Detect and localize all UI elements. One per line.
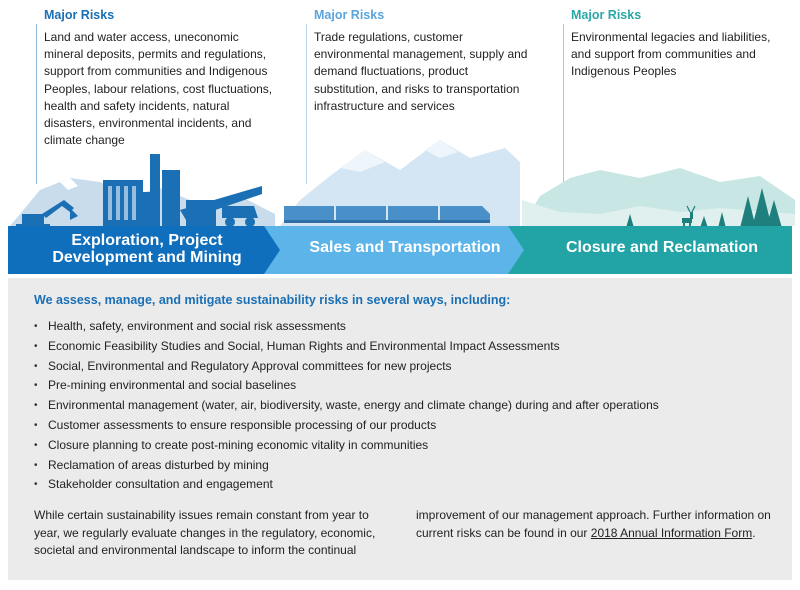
risk-divider-line: [563, 24, 564, 184]
panel-heading: We assess, manage, and mitigate sustaina…: [34, 293, 511, 307]
paragraph-right: improvement of our management approach. …: [416, 507, 776, 542]
list-item: Stakeholder consultation and engagement: [34, 475, 659, 495]
phase-label-sales: Sales and Transportation: [309, 239, 501, 256]
phase-label-exploration: Exploration, Project Development and Min…: [18, 232, 276, 266]
list-item: Environmental management (water, air, bi…: [34, 396, 659, 416]
phase-label-closure: Closure and Reclamation: [565, 239, 759, 256]
phase-arrow-exploration: [8, 226, 286, 274]
train-icon: [284, 206, 490, 223]
deer-icon: [682, 205, 696, 228]
risk-column-closure: Major Risks Environmental legacies and l…: [563, 0, 793, 184]
phase-label-line: Exploration, Project: [71, 232, 223, 249]
risk-management-panel: We assess, manage, and mitigate sustaina…: [8, 278, 792, 580]
phase-arrow-closure: [508, 226, 792, 274]
phase-label-line: Development and Mining: [52, 249, 242, 266]
list-item: Customer assessments to ensure responsib…: [34, 416, 659, 436]
risk-label: Major Risks: [44, 8, 115, 22]
annual-information-form-link[interactable]: 2018 Annual Information Form: [590, 525, 753, 540]
risk-text: Environmental legacies and liabilities, …: [571, 30, 771, 79]
paragraph-end: .: [752, 525, 756, 540]
haul-truck-icon: [222, 206, 258, 227]
trees-icon: [626, 188, 782, 228]
risk-divider-line: [306, 24, 307, 184]
list-item: Pre-mining environmental and social base…: [34, 376, 659, 396]
paragraph-text: improvement of our management approach. …: [416, 508, 771, 540]
phase-arrow-sales: [264, 226, 528, 274]
risk-divider-line: [36, 24, 37, 184]
lifecycle-scene: [8, 140, 795, 274]
risk-mitigation-list: Health, safety, environment and social r…: [34, 317, 659, 495]
risk-column-exploration: Major Risks Land and water access, uneco…: [36, 0, 276, 184]
risk-column-sales: Major Risks Trade regulations, customer …: [306, 0, 531, 184]
mine-facility-icon: [103, 154, 262, 226]
risk-label: Major Risks: [314, 8, 385, 22]
list-item: Reclamation of areas disturbed by mining: [34, 456, 659, 476]
risk-text: Trade regulations, customer environmenta…: [314, 30, 528, 113]
list-item: Health, safety, environment and social r…: [34, 317, 659, 337]
paragraph-left: While certain sustainability issues rema…: [34, 508, 376, 557]
risk-text: Land and water access, uneconomic minera…: [44, 30, 273, 148]
list-item: Social, Environmental and Regulatory App…: [34, 357, 659, 377]
list-item: Economic Feasibility Studies and Social,…: [34, 337, 659, 357]
risk-label: Major Risks: [571, 8, 642, 22]
list-item: Closure planning to create post-mining e…: [34, 436, 659, 456]
